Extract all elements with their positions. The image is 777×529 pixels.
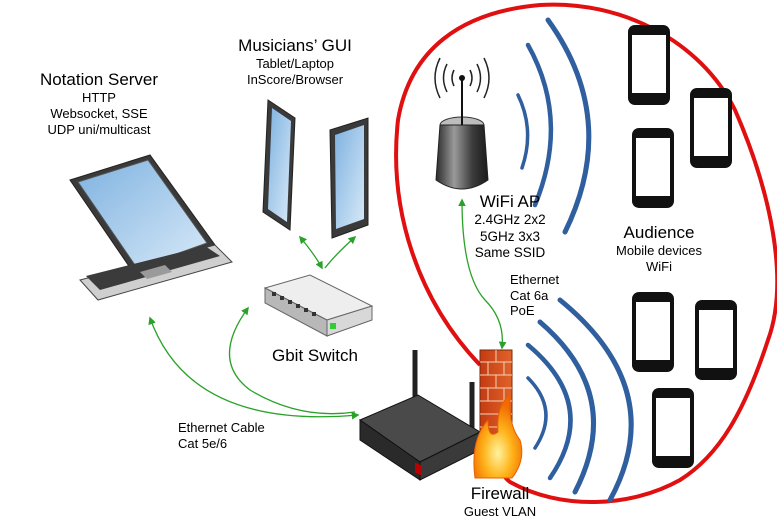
wifi-coverage-boundary [394, 2, 777, 504]
notation-server-label: Notation Server HTTP Websocket, SSE UDP … [18, 70, 180, 137]
notation-server-line: Websocket, SSE [50, 105, 148, 121]
ap-wifi-waves [516, 17, 592, 235]
audience-label: Audience Mobile devices WiFi [595, 223, 723, 275]
router-icon [358, 350, 482, 481]
wifi-ap-title: WiFi AP [479, 192, 541, 211]
firewall-title: Firewall [470, 484, 530, 503]
phone-icon [632, 292, 674, 372]
switch-icon [263, 274, 374, 337]
phone-icon [690, 88, 732, 168]
ethernet-cable-line: Cat 5e/6 [178, 435, 228, 451]
firewall-icon [473, 349, 523, 479]
audience-line: Mobile devices [616, 243, 702, 259]
phone-icon [695, 300, 737, 380]
ethernet-cable-line: Ethernet Cable [178, 420, 265, 435]
firewall-label: Firewall Guest VLAN [440, 484, 560, 520]
tablet-icon-right [329, 117, 369, 239]
musicians-gui-line: Tablet/Laptop [255, 56, 335, 72]
phone-icons [628, 25, 737, 468]
notation-server-title: Notation Server [39, 70, 159, 89]
musicians-gui-label: Musicians’ GUI Tablet/Laptop InScore/Bro… [210, 36, 380, 88]
connection-arrows [148, 198, 507, 420]
wifi-ap-line: 2.4GHz 2x2 [474, 212, 546, 228]
ethernet-poe-line: Cat 6a [510, 287, 549, 303]
tablet-icon-left [262, 99, 296, 231]
switch-label: Gbit Switch [255, 346, 375, 366]
wifi-ap-line: 5GHz 3x3 [479, 228, 541, 244]
ethernet-poe-line: PoE [510, 303, 535, 319]
wifi-ap-icon [434, 57, 490, 190]
ethernet-cable-label: Ethernet Cable Cat 5e/6 [178, 420, 265, 451]
firewall-sub: Guest VLAN [463, 504, 537, 520]
phone-icon [632, 128, 674, 208]
audience-line: WiFi [646, 258, 672, 274]
notation-server-line: HTTP [82, 90, 116, 106]
musicians-gui-line: InScore/Browser [246, 71, 344, 87]
phone-icon [628, 25, 670, 105]
ethernet-poe-label: Ethernet Cat 6a PoE [510, 272, 559, 319]
audience-title: Audience [623, 223, 695, 242]
wifi-ap-line: Same SSID [474, 244, 546, 260]
switch-title: Gbit Switch [272, 346, 358, 365]
wifi-ap-label: WiFi AP 2.4GHz 2x2 5GHz 3x3 Same SSID [460, 192, 560, 261]
notation-server-line: UDP uni/multicast [47, 121, 151, 137]
phone-icon [652, 388, 694, 468]
laptop-icon [69, 154, 233, 301]
ethernet-poe-line: Ethernet [510, 272, 560, 287]
musicians-gui-title: Musicians’ GUI [238, 36, 352, 55]
router-wifi-waves [525, 297, 634, 503]
